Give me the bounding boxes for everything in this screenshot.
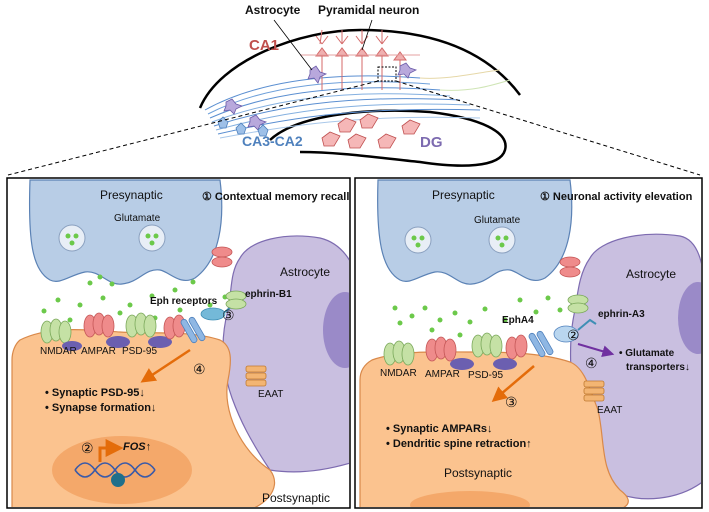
nmdar-receptor-2 bbox=[125, 312, 157, 338]
r-psd95-2 bbox=[493, 358, 517, 370]
astrocyte-pointer bbox=[273, 19, 313, 71]
glutamate-transporters-label-1: • Glutamate bbox=[619, 348, 675, 359]
eaat-transporter bbox=[245, 365, 267, 387]
r-eaat bbox=[583, 380, 605, 402]
nmdar-receptor bbox=[40, 318, 72, 344]
right-step3: ③ bbox=[505, 394, 518, 410]
right-effect2: • Dendritic spine retraction↑ bbox=[386, 438, 532, 450]
overview-astrocytes bbox=[223, 62, 418, 131]
dna-strand bbox=[74, 462, 156, 478]
axon-bundles bbox=[204, 69, 511, 139]
left-nmdar-label: NMDAR bbox=[40, 346, 77, 357]
psd95-2 bbox=[148, 336, 172, 348]
dg-label: DG bbox=[420, 134, 443, 151]
ca3-ca2-label: CA3-CA2 bbox=[242, 133, 303, 149]
left-presynaptic-label: Presynaptic bbox=[100, 188, 163, 202]
left-astrocyte bbox=[222, 235, 349, 473]
left-presynaptic bbox=[28, 179, 223, 285]
left-astrocyte-nucleus bbox=[323, 292, 349, 368]
zoom-line-left bbox=[7, 80, 379, 176]
left-astrocyte-label: Astrocyte bbox=[280, 265, 331, 279]
left-ampar-label: AMPAR bbox=[81, 346, 116, 357]
right-presynaptic-label: Presynaptic bbox=[432, 188, 495, 202]
right-step4: ④ bbox=[585, 355, 598, 371]
left-arrow bbox=[140, 348, 191, 383]
ephrin-b1-label: ephrin-B1 bbox=[245, 289, 292, 300]
right-astrocyte-nucleus bbox=[678, 282, 701, 354]
r-astro-ampar bbox=[559, 256, 581, 278]
right-step1-title: ① Neuronal activity elevation bbox=[540, 191, 693, 203]
astrocyte-label: Astrocyte bbox=[245, 3, 301, 17]
r-astro-nmdar bbox=[567, 294, 589, 314]
eph-receptors-label: Eph receptors bbox=[150, 296, 218, 307]
ampar-receptor bbox=[83, 312, 115, 338]
right-eaat-label: EAAT bbox=[597, 405, 623, 416]
pyramidal-neuron-label: Pyramidal neuron bbox=[318, 3, 420, 17]
ampar-receptor-2 bbox=[163, 314, 186, 340]
right-step2: ② bbox=[567, 327, 580, 343]
r-psd95-1 bbox=[450, 358, 474, 370]
epha4-receptor bbox=[528, 330, 554, 358]
right-presynaptic bbox=[377, 179, 573, 285]
ephrin-a3-ligand bbox=[553, 318, 597, 343]
r-ampar bbox=[425, 336, 457, 362]
right-ampar-label: AMPAR bbox=[425, 369, 460, 380]
r-nmdar-2 bbox=[471, 332, 503, 358]
left-step3: ③ bbox=[222, 307, 235, 323]
astro-nmdar bbox=[225, 290, 247, 310]
fos-arrow bbox=[98, 439, 124, 462]
left-nucleus bbox=[52, 436, 192, 504]
ca3-neurons bbox=[217, 116, 269, 137]
epha4-label: EphA4 bbox=[502, 315, 534, 326]
right-panel bbox=[359, 179, 701, 507]
right-effect1: • Synaptic AMPARs↓ bbox=[386, 423, 493, 435]
left-glutamate-dots bbox=[41, 274, 228, 333]
rna-polymerase bbox=[111, 473, 125, 487]
left-eaat-label: EAAT bbox=[258, 389, 284, 400]
r-nmdar bbox=[383, 340, 415, 366]
zoom-line-right bbox=[395, 80, 701, 176]
zoom-box bbox=[377, 66, 397, 82]
fos-label: FOS↑ bbox=[123, 441, 152, 453]
right-vesicles bbox=[404, 226, 516, 254]
left-vesicles bbox=[58, 224, 166, 252]
hippocampus-overview bbox=[7, 19, 701, 176]
ca-arc bbox=[198, 28, 521, 109]
right-nmdar-label: NMDAR bbox=[380, 368, 417, 379]
right-postsynaptic bbox=[359, 351, 629, 507]
right-arrow bbox=[491, 365, 535, 402]
right-nucleus bbox=[410, 491, 530, 507]
left-effect1: • Synaptic PSD-95↓ bbox=[45, 387, 145, 399]
left-effect2: • Synapse formation↓ bbox=[45, 402, 157, 414]
right-postsynaptic-label: Postsynaptic bbox=[444, 466, 513, 480]
astro-ampar bbox=[211, 246, 233, 268]
dg-neurons bbox=[321, 113, 421, 149]
psd95-3 bbox=[62, 341, 82, 351]
left-postsynaptic-label: Postsynaptic bbox=[262, 491, 331, 505]
right-receptors bbox=[383, 256, 605, 402]
r-ampar-2 bbox=[505, 334, 528, 360]
right-glutamate-label: Glutamate bbox=[474, 215, 521, 226]
left-step4: ④ bbox=[193, 361, 206, 377]
left-step1-title: ① Contextual memory recall bbox=[202, 191, 350, 203]
purple-arrow bbox=[577, 343, 615, 358]
left-receptors bbox=[40, 246, 267, 387]
left-step2: ② bbox=[81, 440, 94, 456]
ca1-label: CA1 bbox=[249, 37, 280, 54]
eph-receptor bbox=[180, 316, 206, 344]
psd95-1 bbox=[106, 336, 130, 348]
glutamate-transporters-label-2: transporters↓ bbox=[626, 362, 690, 373]
right-glutamate-dots bbox=[392, 295, 563, 338]
left-psd95-label: PSD-95 bbox=[122, 346, 158, 357]
pyramidal-pointer bbox=[361, 19, 373, 51]
pyramidal-neurons bbox=[300, 29, 420, 90]
right-astrocyte-label: Astrocyte bbox=[626, 267, 677, 281]
left-panel bbox=[11, 179, 349, 507]
ephrin-a3-label: ephrin-A3 bbox=[598, 309, 645, 320]
left-glutamate-label: Glutamate bbox=[114, 213, 161, 224]
right-psd95-label: PSD-95 bbox=[468, 370, 504, 381]
